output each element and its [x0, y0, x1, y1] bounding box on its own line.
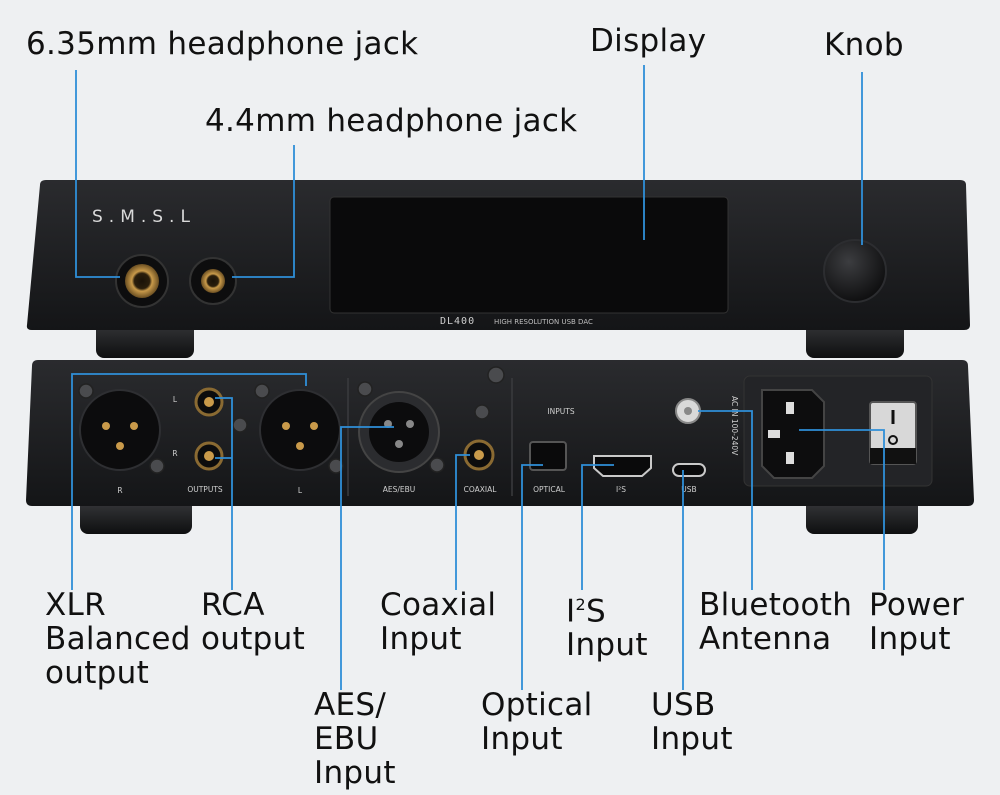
- leader-bluetooth: [698, 410, 753, 590]
- model-subtitle: HIGH RESOLUTION USB DAC: [494, 318, 593, 326]
- label-knob: Knob: [824, 27, 904, 63]
- label-power: Power Input: [869, 587, 965, 657]
- front-unit: S.M.S.L DL400 HIGH RESOLUTION USB DAC: [26, 180, 971, 358]
- display-window: [329, 196, 729, 314]
- rca-right-text: R: [172, 449, 177, 458]
- rear-unit: R L L R OUTPUTS AES/EBU COAXIAL INPUTS O…: [26, 360, 974, 534]
- rca-left-text: L: [173, 395, 178, 404]
- brand-logo: S.M.S.L: [92, 207, 196, 227]
- i2s-text: I²S: [616, 485, 626, 494]
- rear-foot-left: [80, 498, 192, 534]
- label-jack-635: 6.35mm headphone jack: [26, 26, 419, 62]
- i2s-icon: [593, 455, 652, 477]
- inputs-text: INPUTS: [547, 407, 574, 416]
- label-coaxial: Coaxial Input: [380, 587, 497, 657]
- label-xlr: XLR Balanced output: [45, 587, 191, 691]
- leader-power: [799, 429, 885, 590]
- aes-ebu-icon: [358, 391, 440, 473]
- leader-rca: [215, 397, 233, 590]
- screw-icons: [78, 366, 505, 474]
- outputs-text: OUTPUTS: [187, 485, 223, 494]
- ac-in-text: AC IN 100-240V: [730, 396, 739, 456]
- label-optical: Optical Input: [481, 687, 593, 757]
- xlr-left-icon: [259, 389, 341, 471]
- optical-text: OPTICAL: [533, 485, 566, 494]
- leader-i2s: [581, 464, 614, 590]
- model-logo: DL400: [440, 316, 475, 327]
- leader-optical: [521, 464, 543, 690]
- label-i2s: I2S Input: [566, 593, 648, 664]
- knob-icon: [823, 239, 887, 303]
- usb-icon: [672, 463, 706, 477]
- rear-foot-right: [806, 498, 918, 534]
- label-jack-44: 4.4mm headphone jack: [205, 103, 578, 139]
- label-bluetooth: Bluetooth Antenna: [699, 587, 853, 657]
- leader-aes: [340, 426, 394, 690]
- power-socket-icon: [761, 389, 825, 479]
- xlr-right-text: R: [117, 486, 122, 495]
- optical-icon: [529, 441, 567, 471]
- leader-xlr: [71, 373, 307, 590]
- coaxial-text: COAXIAL: [464, 485, 498, 494]
- leader-jack-635: [75, 70, 120, 278]
- xlr-left-text: L: [298, 486, 303, 495]
- label-display: Display: [590, 23, 707, 59]
- label-usb: USB Input: [651, 687, 733, 757]
- leader-coaxial: [455, 454, 470, 590]
- xlr-right-icon: [79, 389, 161, 471]
- leader-lines: [71, 65, 885, 690]
- usb-text: USB: [681, 485, 696, 494]
- label-rca: RCA output: [201, 587, 306, 657]
- leader-jack-44: [232, 145, 295, 278]
- aes-ebu-text: AES/EBU: [383, 485, 416, 494]
- label-aes: AES/ EBU Input: [314, 687, 396, 791]
